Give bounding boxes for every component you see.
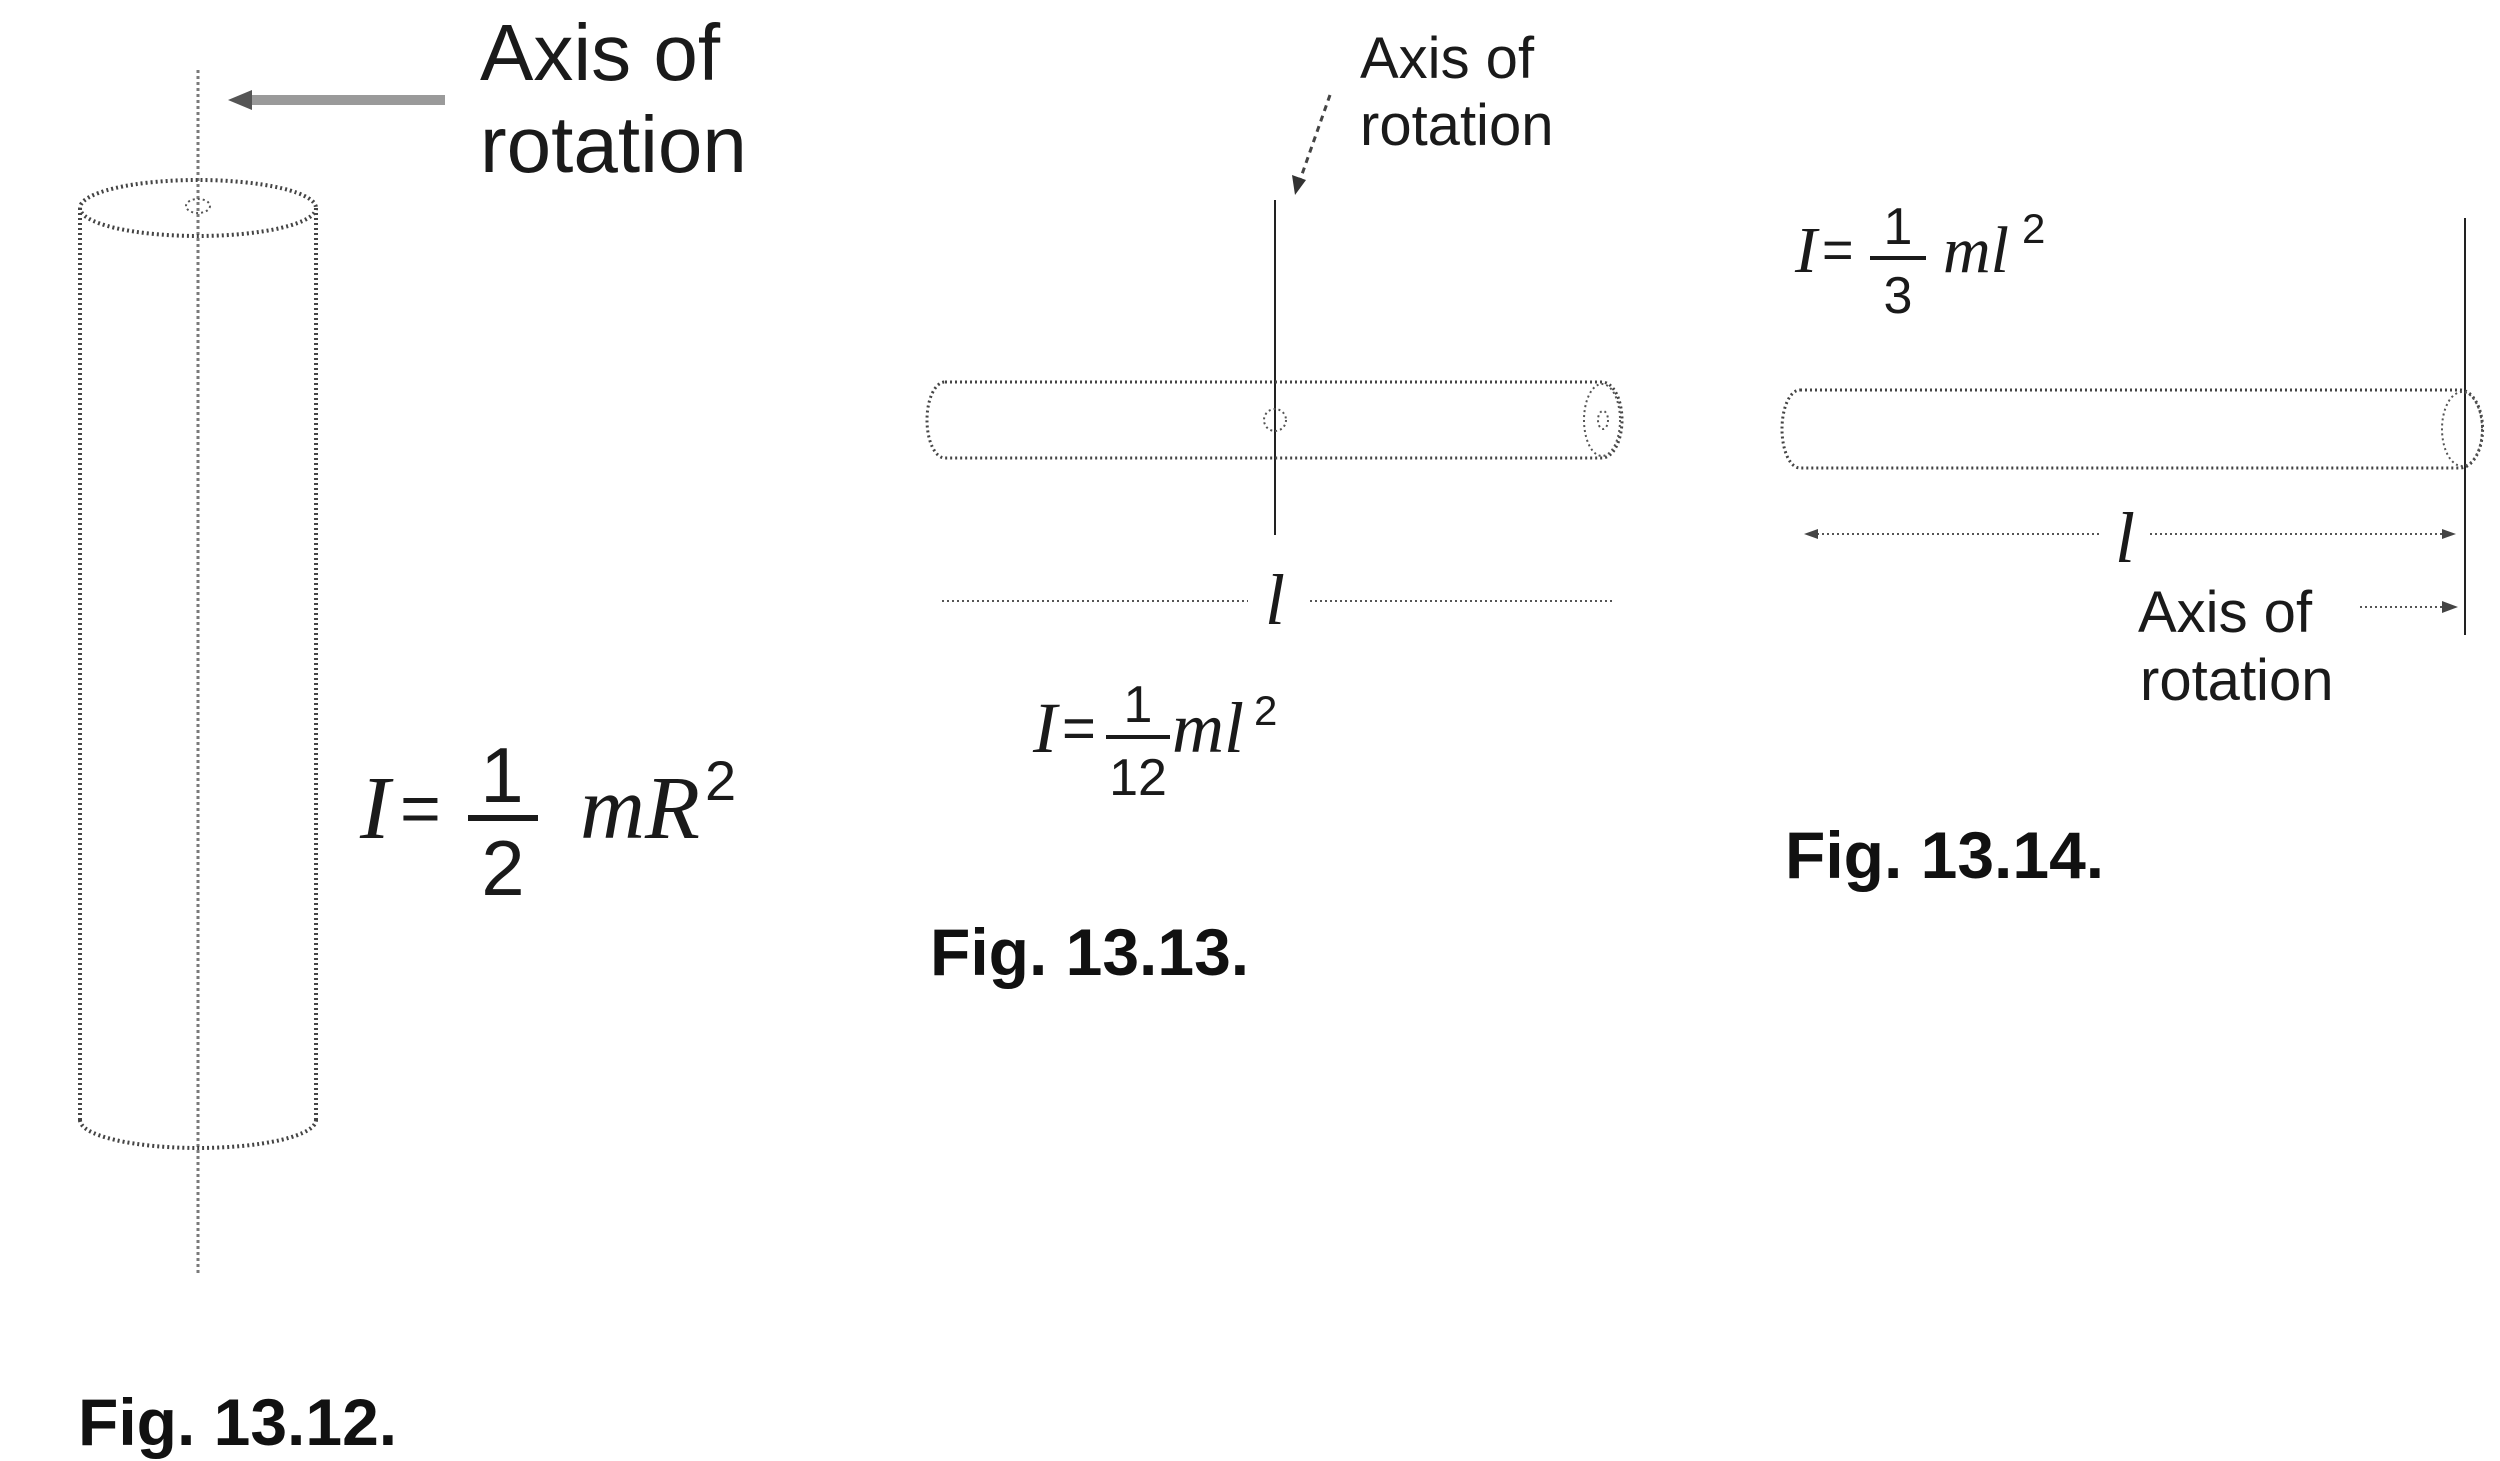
svg-text:rotation: rotation xyxy=(2140,648,2333,713)
fig13-rod xyxy=(925,380,1624,460)
fig14-length-dimension: l xyxy=(1804,498,2456,578)
fig14-formula-den: 3 xyxy=(1884,267,1913,325)
svg-text:Axis of: Axis of xyxy=(480,8,721,97)
fig14-formula-eq: = xyxy=(1822,220,1854,280)
fig12-cylinder xyxy=(78,178,318,1150)
fig13-caption: Fig. 13.13. xyxy=(930,915,1249,989)
svg-text:Axis of: Axis of xyxy=(2138,580,2313,645)
fig13-formula-den: 12 xyxy=(1109,749,1167,807)
fig12-formula-rest: mR xyxy=(580,759,700,858)
fig13-axis-pointer xyxy=(1292,94,1332,195)
fig14-formula-lhs: I xyxy=(1794,214,1820,287)
fig12-caption: Fig. 13.12. xyxy=(78,1385,397,1459)
fig13-formula: I = 1 12 ml 2 xyxy=(1032,676,1277,807)
fig13-formula-exp: 2 xyxy=(1254,687,1277,734)
fig14-formula: I = 1 3 ml 2 xyxy=(1794,198,2045,325)
fig-13-14: I = 1 3 ml 2 l Axis of rotation xyxy=(1780,198,2485,892)
fig12-formula-lhs: I xyxy=(359,759,394,858)
fig14-formula-rest: ml xyxy=(1943,214,2009,287)
fig12-axis-pointer xyxy=(228,90,445,110)
svg-text:rotation: rotation xyxy=(480,100,747,189)
fig14-axis-label-line2: rotation xyxy=(2140,648,2333,713)
fig14-formula-exp: 2 xyxy=(2022,205,2045,252)
fig12-formula-num: 1 xyxy=(480,731,523,819)
fig12-axis-label-line1: Axis of xyxy=(480,8,721,97)
fig13-length-dimension: l xyxy=(942,560,1612,640)
fig12-formula-eq: = xyxy=(400,769,441,847)
fig14-caption: Fig. 13.14. xyxy=(1785,818,2104,892)
fig14-formula-num: 1 xyxy=(1884,198,1913,256)
svg-text:rotation: rotation xyxy=(1360,93,1553,158)
fig12-formula: I = 1 2 mR 2 xyxy=(359,731,736,912)
fig13-formula-rest: ml xyxy=(1172,688,1244,768)
fig14-axis-label-line1: Axis of xyxy=(2138,580,2313,645)
svg-text:Axis of: Axis of xyxy=(1360,26,1535,91)
fig14-axis-pointer xyxy=(2360,601,2458,613)
fig13-formula-eq: = xyxy=(1062,696,1096,761)
fig13-axis-label-line2: rotation xyxy=(1360,93,1553,158)
fig12-axis-label-line2: rotation xyxy=(480,100,747,189)
fig13-formula-lhs: I xyxy=(1032,688,1060,768)
fig14-length-label: l xyxy=(2115,498,2135,578)
fig14-rod xyxy=(1780,388,2485,470)
fig-13-12: Axis of rotation I = 1 2 mR 2 Fig. 13.12… xyxy=(78,8,747,1459)
fig13-axis-label-line1: Axis of xyxy=(1360,26,1535,91)
fig13-length-label: l xyxy=(1265,560,1285,640)
fig-13-13: Axis of rotation l I = 1 12 ml 2 Fig. 13… xyxy=(925,26,1624,989)
fig12-formula-den: 2 xyxy=(481,824,524,912)
fig13-formula-num: 1 xyxy=(1124,676,1153,734)
fig12-formula-exp: 2 xyxy=(705,749,736,812)
